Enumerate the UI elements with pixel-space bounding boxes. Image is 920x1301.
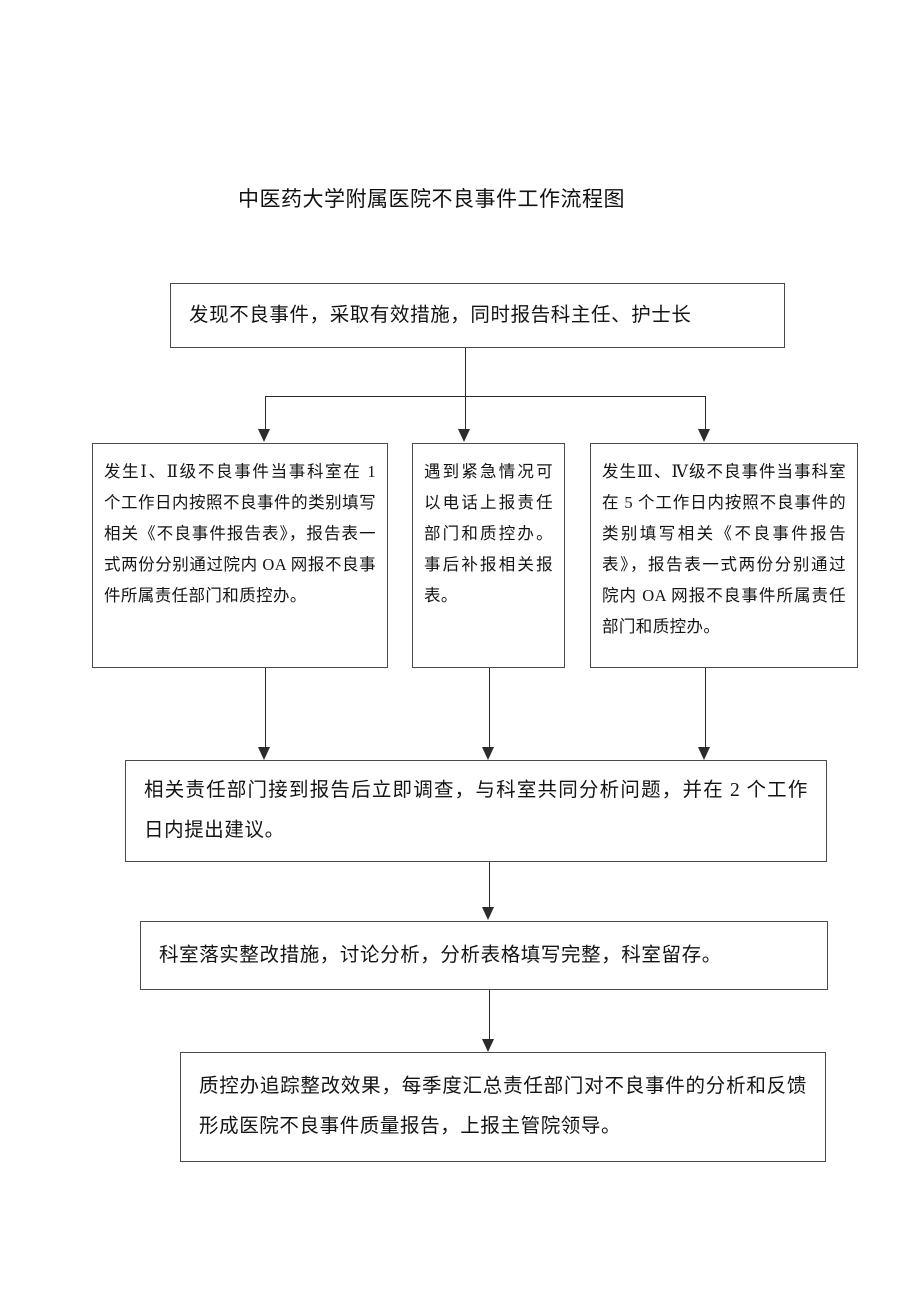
flow-node-level34: 发生Ⅲ、Ⅳ级不良事件当事科室在 5 个工作日内按照不良事件的类别填写相关《不良事…: [590, 443, 858, 668]
arrowhead-to-urgent: [458, 429, 470, 442]
flow-node-report: 发现不良事件，采取有效措施，同时报告科主任、护士长: [170, 283, 785, 348]
flow-node-investigate-label: 相关责任部门接到报告后立即调查，与科室共同分析问题，并在 2 个工作日内提出建议…: [144, 780, 808, 841]
arrowhead-level12-to-investigate: [258, 747, 270, 760]
flow-node-report-label: 发现不良事件，采取有效措施，同时报告科主任、护士长: [189, 304, 692, 326]
connector-bus-to-level12: [265, 396, 266, 430]
flow-node-level12: 发生Ⅰ、Ⅱ级不良事件当事科室在 1 个工作日内按照不良事件的类别填写相关《不良事…: [92, 443, 388, 668]
connector-level34-to-investigate: [705, 668, 706, 748]
flow-node-rectify-label: 科室落实整改措施，讨论分析，分析表格填写完整，科室留存。: [159, 944, 722, 966]
flow-node-quality-track-label: 质控办追踪整改效果，每季度汇总责任部门对不良事件的分析和反馈形成医院不良事件质量…: [199, 1076, 807, 1137]
connector-investigate-to-rectify: [489, 862, 490, 908]
page-title: 中医药大学附属医院不良事件工作流程图: [238, 188, 625, 211]
connector-bus-to-urgent: [465, 396, 466, 430]
flow-node-rectify: 科室落实整改措施，讨论分析，分析表格填写完整，科室留存。: [140, 921, 828, 990]
arrowhead-rectify-to-quality-track: [482, 1039, 494, 1052]
flow-node-level34-label: 发生Ⅲ、Ⅳ级不良事件当事科室在 5 个工作日内按照不良事件的类别填写相关《不良事…: [602, 462, 846, 636]
flow-node-quality-track: 质控办追踪整改效果，每季度汇总责任部门对不良事件的分析和反馈形成医院不良事件质量…: [180, 1052, 826, 1162]
connector-branch-bus: [265, 396, 706, 397]
flow-node-urgent-label: 遇到紧急情况可以电话上报责任部门和质控办。事后补报相关报表。: [424, 462, 553, 605]
flow-node-urgent: 遇到紧急情况可以电话上报责任部门和质控办。事后补报相关报表。: [412, 443, 565, 668]
connector-level12-to-investigate: [265, 668, 266, 748]
flow-node-investigate: 相关责任部门接到报告后立即调查，与科室共同分析问题，并在 2 个工作日内提出建议…: [125, 760, 827, 862]
connector-urgent-to-investigate: [489, 668, 490, 748]
arrowhead-to-level34: [698, 429, 710, 442]
connector-report-to-bus: [465, 348, 466, 396]
arrowhead-level34-to-investigate: [698, 747, 710, 760]
arrowhead-urgent-to-investigate: [482, 747, 494, 760]
connector-bus-to-level34: [705, 396, 706, 430]
connector-rectify-to-quality-track: [489, 990, 490, 1040]
flow-node-level12-label: 发生Ⅰ、Ⅱ级不良事件当事科室在 1 个工作日内按照不良事件的类别填写相关《不良事…: [104, 462, 376, 605]
arrowhead-investigate-to-rectify: [482, 907, 494, 920]
arrowhead-to-level12: [258, 429, 270, 442]
